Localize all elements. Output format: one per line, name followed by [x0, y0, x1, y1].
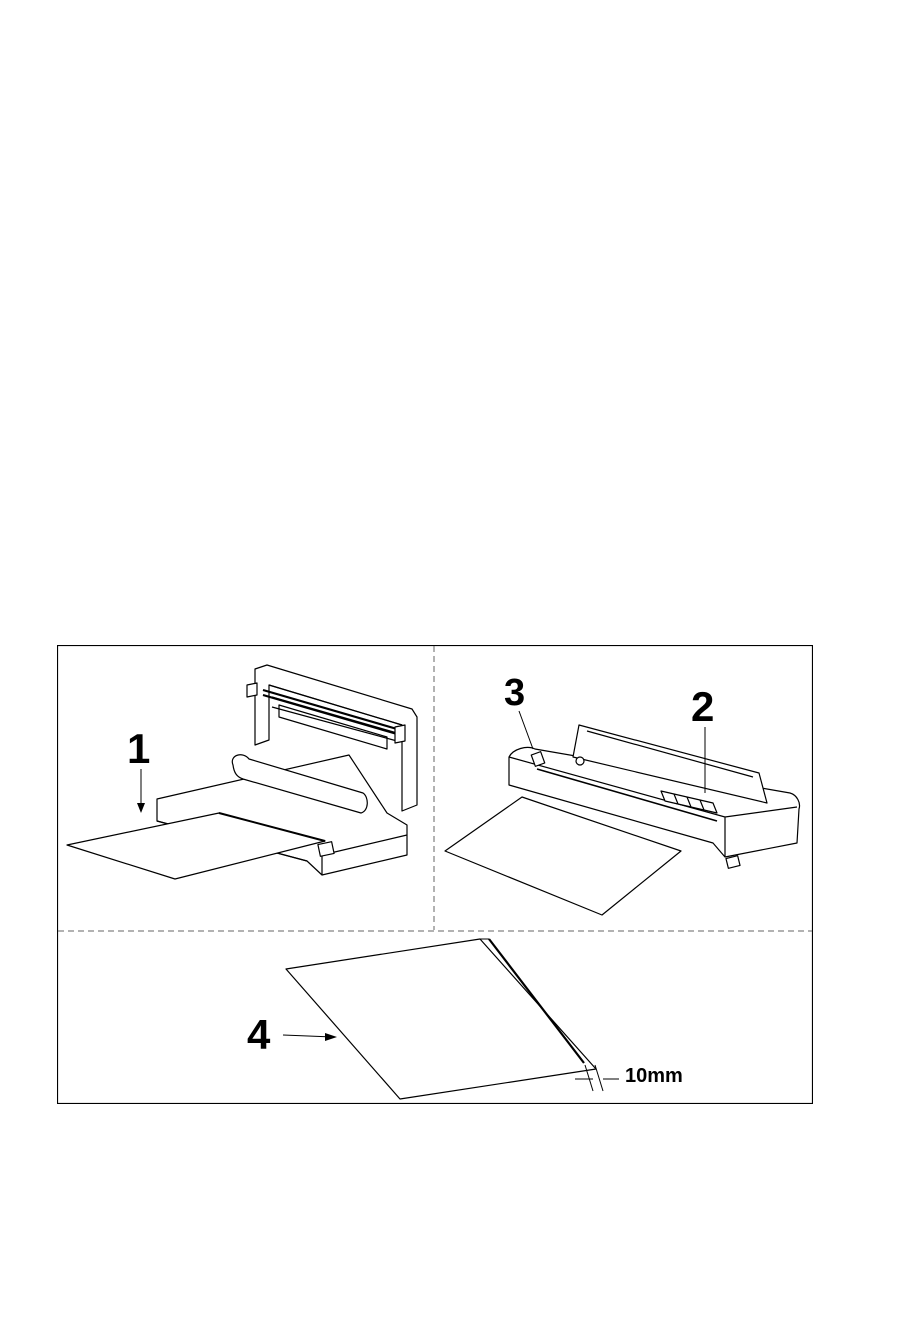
- figure-svg: 1 3 2 4 10m: [57, 645, 813, 1104]
- panel-bag: [286, 939, 596, 1099]
- callout-3-leader: [519, 711, 533, 749]
- callout-3: 3: [504, 672, 525, 714]
- callout-2: 2: [691, 683, 714, 730]
- panel-open-lid: [67, 665, 417, 879]
- instruction-figure: 1 3 2 4 10m: [57, 645, 813, 1104]
- dimension-label: 10mm: [625, 1065, 683, 1087]
- side-button: [726, 856, 740, 869]
- callout-4: 4: [247, 1011, 271, 1058]
- callout-1-arrowhead: [137, 803, 145, 813]
- lid-hinge-right: [395, 725, 405, 743]
- control-button: [318, 842, 334, 857]
- lid-hinge-left: [247, 683, 257, 697]
- callout-4-arrowhead: [325, 1033, 337, 1041]
- vent-knob: [576, 757, 584, 765]
- panel-closed: [445, 725, 800, 915]
- callout-1: 1: [127, 725, 150, 772]
